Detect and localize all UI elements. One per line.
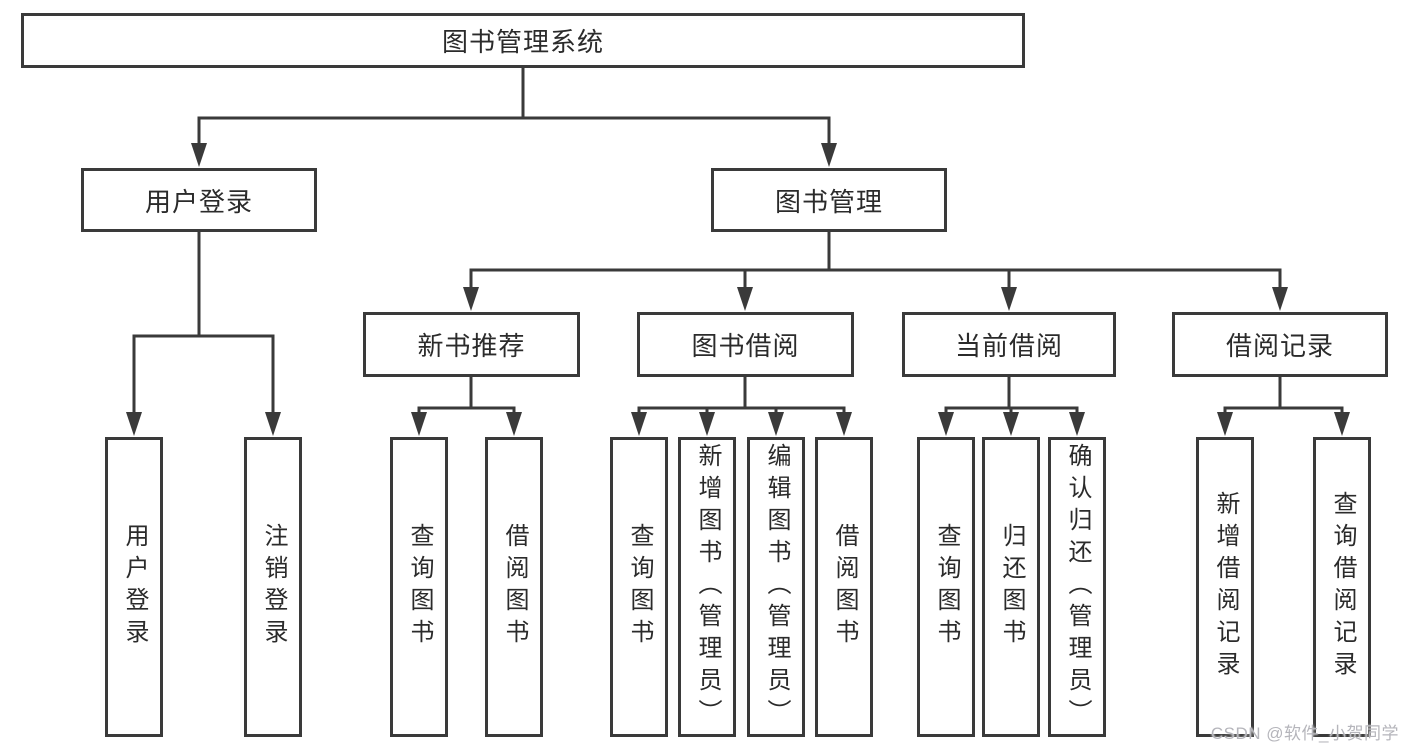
leaf-add-book-admin-label: 新增图书（管理员） bbox=[694, 443, 721, 731]
node-book-borrow-label: 图书借阅 bbox=[691, 331, 800, 361]
leaf-query-books-recommend-label: 查询图书 bbox=[406, 523, 433, 651]
csdn-watermark: CSDN @软件_小贺同学 bbox=[1210, 724, 1399, 743]
leaf-borrow-books-label: 借阅图书 bbox=[831, 523, 858, 651]
leaf-edit-book-admin: 编辑图书（管理员） bbox=[747, 437, 805, 737]
node-borrow-records-label: 借阅记录 bbox=[1225, 331, 1334, 361]
leaf-confirm-return-admin: 确认归还（管理员） bbox=[1048, 437, 1106, 737]
node-book-management: 图书管理 bbox=[711, 168, 947, 232]
node-current-borrow-label: 当前借阅 bbox=[954, 331, 1063, 361]
leaf-borrow-books-recommend: 借阅图书 bbox=[485, 437, 543, 737]
leaf-confirm-return-admin-label: 确认归还（管理员） bbox=[1064, 443, 1091, 731]
node-current-borrow: 当前借阅 bbox=[902, 312, 1116, 377]
leaf-add-borrow-record-label: 新增借阅记录 bbox=[1212, 491, 1239, 683]
leaf-logout: 注销登录 bbox=[244, 437, 302, 737]
leaf-edit-book-admin-label: 编辑图书（管理员） bbox=[763, 443, 790, 731]
node-book-borrow: 图书借阅 bbox=[637, 312, 854, 377]
leaf-query-books-borrow-label: 查询图书 bbox=[626, 523, 653, 651]
node-root: 图书管理系统 bbox=[21, 13, 1025, 68]
leaf-user-login-label: 用户登录 bbox=[121, 523, 148, 651]
leaf-query-books-borrow: 查询图书 bbox=[610, 437, 668, 737]
node-root-label: 图书管理系统 bbox=[441, 27, 604, 57]
node-user-login-label: 用户登录 bbox=[144, 186, 253, 217]
leaf-return-book: 归还图书 bbox=[982, 437, 1040, 737]
node-borrow-records: 借阅记录 bbox=[1172, 312, 1388, 377]
leaf-borrow-books-recommend-label: 借阅图书 bbox=[501, 523, 528, 651]
node-user-login: 用户登录 bbox=[81, 168, 317, 232]
leaf-query-borrow-record-label: 查询借阅记录 bbox=[1329, 491, 1356, 683]
node-new-book-recommend: 新书推荐 bbox=[363, 312, 580, 377]
node-new-book-recommend-label: 新书推荐 bbox=[417, 331, 526, 361]
leaf-borrow-books: 借阅图书 bbox=[815, 437, 873, 737]
leaf-query-books-recommend: 查询图书 bbox=[390, 437, 448, 737]
leaf-query-books-current: 查询图书 bbox=[917, 437, 975, 737]
leaf-return-book-label: 归还图书 bbox=[998, 523, 1025, 651]
leaf-user-login: 用户登录 bbox=[105, 437, 163, 737]
leaf-add-borrow-record: 新增借阅记录 bbox=[1196, 437, 1254, 737]
leaf-query-books-current-label: 查询图书 bbox=[933, 523, 960, 651]
leaf-logout-label: 注销登录 bbox=[260, 523, 287, 651]
leaf-query-borrow-record: 查询借阅记录 bbox=[1313, 437, 1371, 737]
leaf-add-book-admin: 新增图书（管理员） bbox=[678, 437, 736, 737]
node-book-management-label: 图书管理 bbox=[774, 186, 883, 217]
